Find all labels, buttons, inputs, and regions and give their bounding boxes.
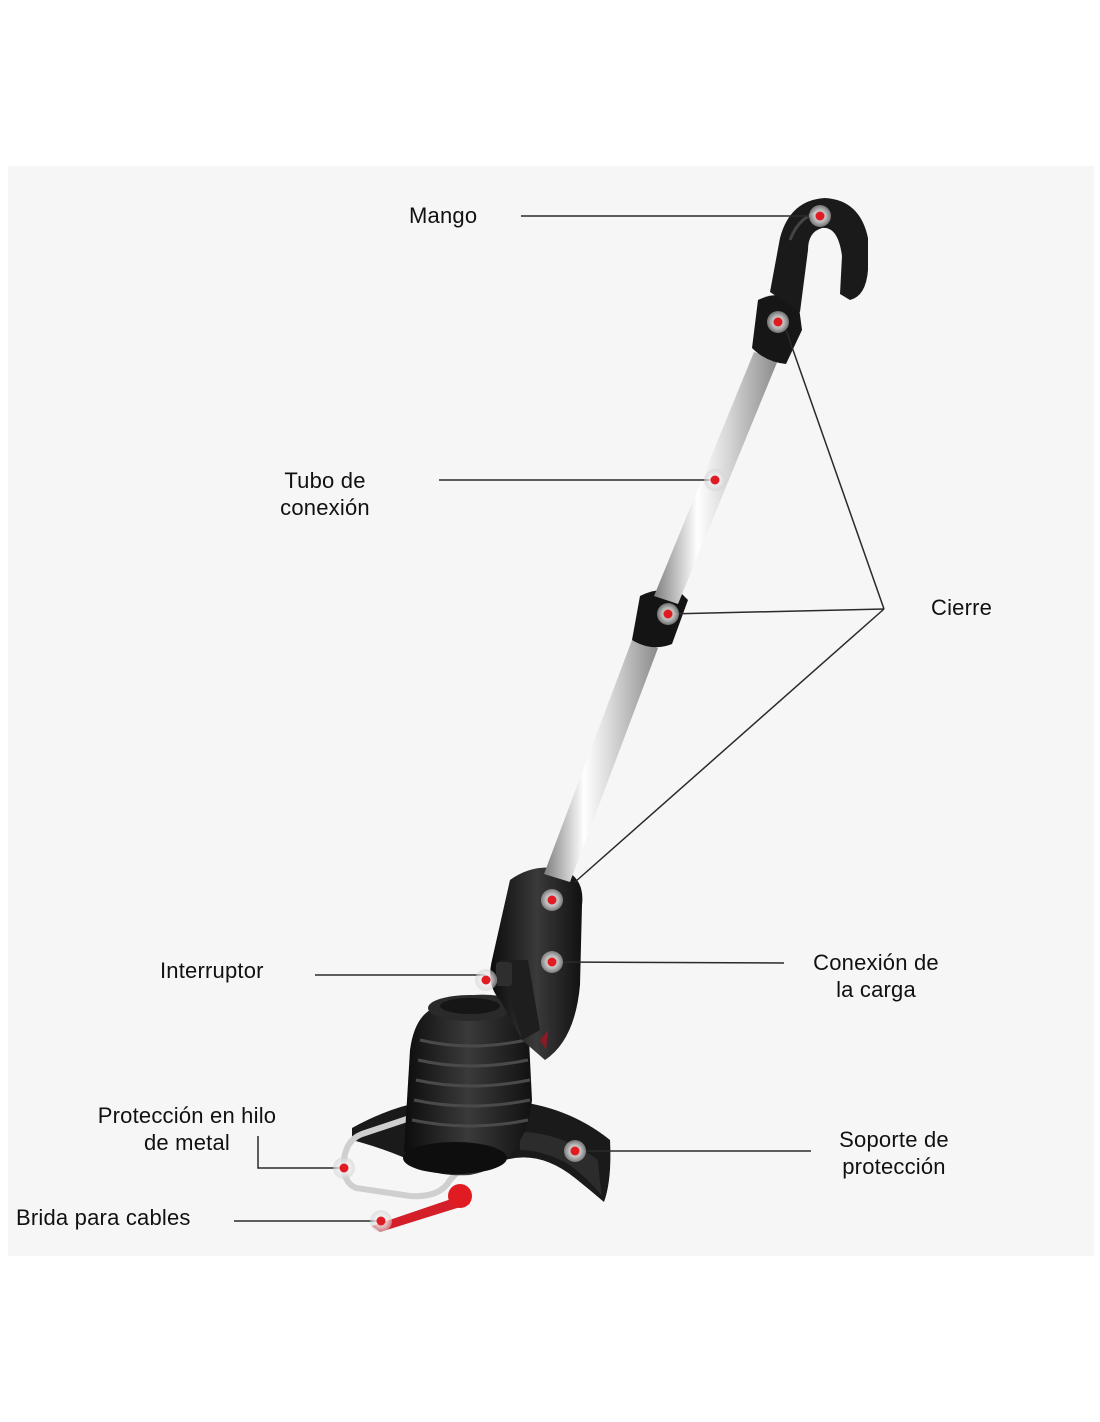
label-brida-cables: Brida para cables xyxy=(16,1205,191,1230)
lower-tube xyxy=(544,640,658,882)
trimmer-body xyxy=(490,867,583,1060)
label-soporte-proteccion: Soporte de protección xyxy=(839,1127,949,1179)
label-conexion-carga: Conexión de la carga xyxy=(813,950,939,1002)
diagram-panel xyxy=(8,166,1094,1256)
metal-wire-guard xyxy=(340,1115,495,1200)
trimmer-line xyxy=(372,1196,470,1232)
leader-lines xyxy=(234,215,885,1222)
label-interruptor: Interruptor xyxy=(160,958,264,983)
handle xyxy=(770,198,868,312)
label-cierre: Cierre xyxy=(931,595,993,620)
label-tubo-conexion: Tubo de conexión xyxy=(280,468,370,520)
marker-dots xyxy=(333,205,831,1232)
label-proteccion-hilo-metal: Protección en hilo de metal xyxy=(97,1103,277,1155)
label-mango: Mango xyxy=(409,203,478,228)
